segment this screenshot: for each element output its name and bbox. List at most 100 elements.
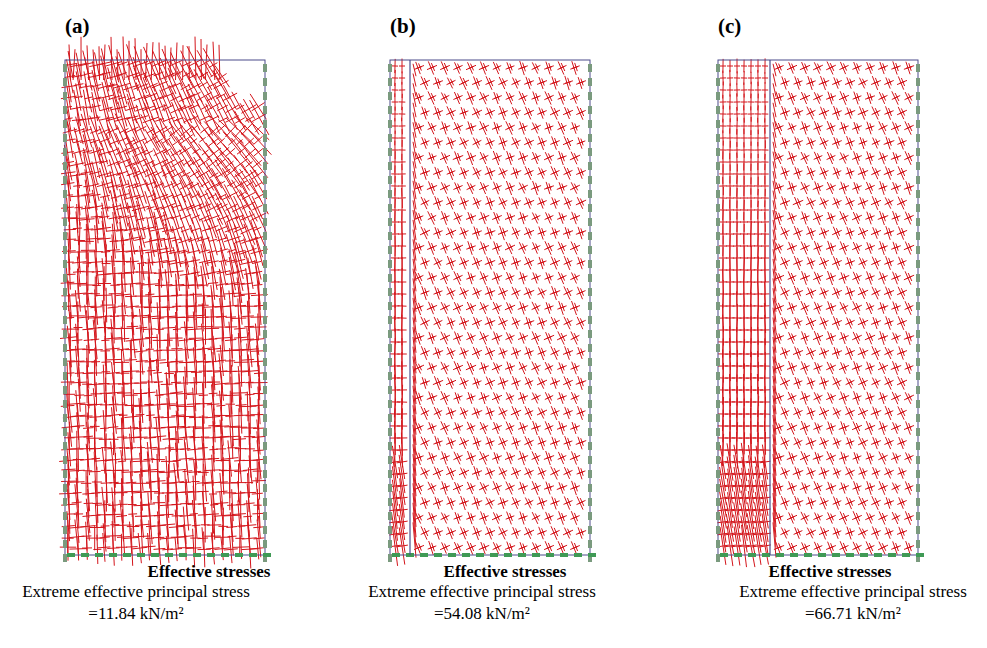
stress-line — [234, 471, 247, 472]
stress-line — [171, 382, 181, 383]
stress-line — [242, 359, 255, 360]
stress-line — [224, 515, 240, 516]
stress-line — [72, 502, 82, 503]
stress-line — [213, 503, 229, 504]
stress-line — [150, 360, 166, 361]
stress-line — [105, 348, 119, 349]
stress-line — [204, 470, 220, 471]
stress-line — [116, 428, 129, 429]
stress-line — [244, 326, 254, 327]
stress-line — [234, 382, 245, 383]
stress-line — [92, 458, 100, 459]
stress-line — [133, 505, 149, 506]
stress-line — [117, 393, 132, 394]
stress-line — [199, 116, 210, 121]
stress-line — [219, 482, 228, 483]
stress-line — [169, 439, 183, 440]
stress-line — [216, 226, 228, 231]
stress-line — [206, 514, 219, 515]
stress-line — [87, 45, 89, 80]
stress-line — [170, 361, 183, 362]
stress-line — [69, 218, 86, 219]
stress-line — [191, 139, 198, 144]
stress-line — [83, 186, 91, 187]
stress-line — [125, 360, 137, 361]
stress-line — [61, 282, 75, 283]
stress-line — [191, 272, 200, 273]
stress-line — [118, 273, 132, 274]
stress-line — [119, 138, 127, 142]
stress-line — [74, 207, 82, 208]
stress-line — [124, 491, 141, 492]
stress-line — [179, 482, 191, 483]
stress-line — [118, 306, 127, 307]
stress-line — [96, 316, 112, 317]
stress-line — [255, 183, 262, 187]
stress-line — [133, 339, 150, 340]
stress-line — [80, 306, 96, 307]
stress-line — [142, 546, 156, 547]
stress-line — [242, 316, 254, 317]
stress-crosses — [389, 59, 586, 566]
stress-line — [159, 472, 176, 473]
stress-line — [222, 192, 238, 200]
stress-line — [188, 315, 205, 316]
stress-line — [233, 439, 246, 440]
stress-line — [143, 329, 156, 330]
stress-line — [173, 329, 181, 330]
stress-line — [70, 482, 85, 483]
stress-line — [106, 359, 122, 360]
stress-line — [209, 393, 218, 394]
stress-line — [228, 536, 237, 537]
stress-line — [147, 370, 156, 371]
stress-line — [214, 80, 229, 88]
stress-line — [199, 82, 208, 87]
stress-line — [61, 405, 75, 406]
stress-line — [195, 37, 196, 80]
stress-line — [162, 327, 176, 328]
stress-line — [136, 414, 145, 415]
stress-line — [100, 537, 110, 538]
stress-line — [84, 436, 94, 437]
stress-line — [232, 514, 246, 515]
stress-line — [254, 149, 263, 157]
stress-line — [255, 194, 264, 199]
stress-line — [225, 416, 234, 417]
stress-line — [108, 505, 118, 506]
stress-line — [111, 37, 112, 80]
stress-line — [108, 307, 119, 308]
stress-line — [241, 525, 257, 526]
stress-line — [172, 271, 184, 272]
stress-line — [123, 537, 139, 538]
stress-line — [239, 406, 257, 407]
stress-line — [180, 215, 191, 220]
stress-line — [160, 524, 175, 525]
stress-line — [198, 538, 209, 539]
stress-crosses — [59, 37, 271, 569]
stress-line — [115, 240, 129, 241]
stress-line — [145, 294, 154, 295]
stress-line — [192, 525, 201, 526]
stress-line — [128, 428, 138, 429]
stress-line — [152, 481, 166, 482]
stress-line — [244, 503, 255, 504]
stress-line — [183, 471, 193, 472]
stress-line — [64, 229, 76, 230]
stress-line — [227, 505, 238, 506]
stress-line — [231, 393, 248, 394]
stress-line — [233, 547, 250, 548]
stress-line — [128, 514, 137, 515]
stress-line — [187, 394, 203, 395]
stress-line — [224, 395, 239, 396]
stress-line — [91, 362, 100, 363]
stress-line — [107, 548, 119, 549]
stress-line — [70, 196, 87, 197]
stress-line — [234, 159, 247, 169]
stress-line — [145, 251, 157, 252]
stress-line — [116, 516, 127, 517]
stress-line — [118, 461, 126, 462]
stress-line — [136, 361, 148, 362]
stress-line — [224, 549, 238, 550]
stress-line — [73, 228, 82, 229]
